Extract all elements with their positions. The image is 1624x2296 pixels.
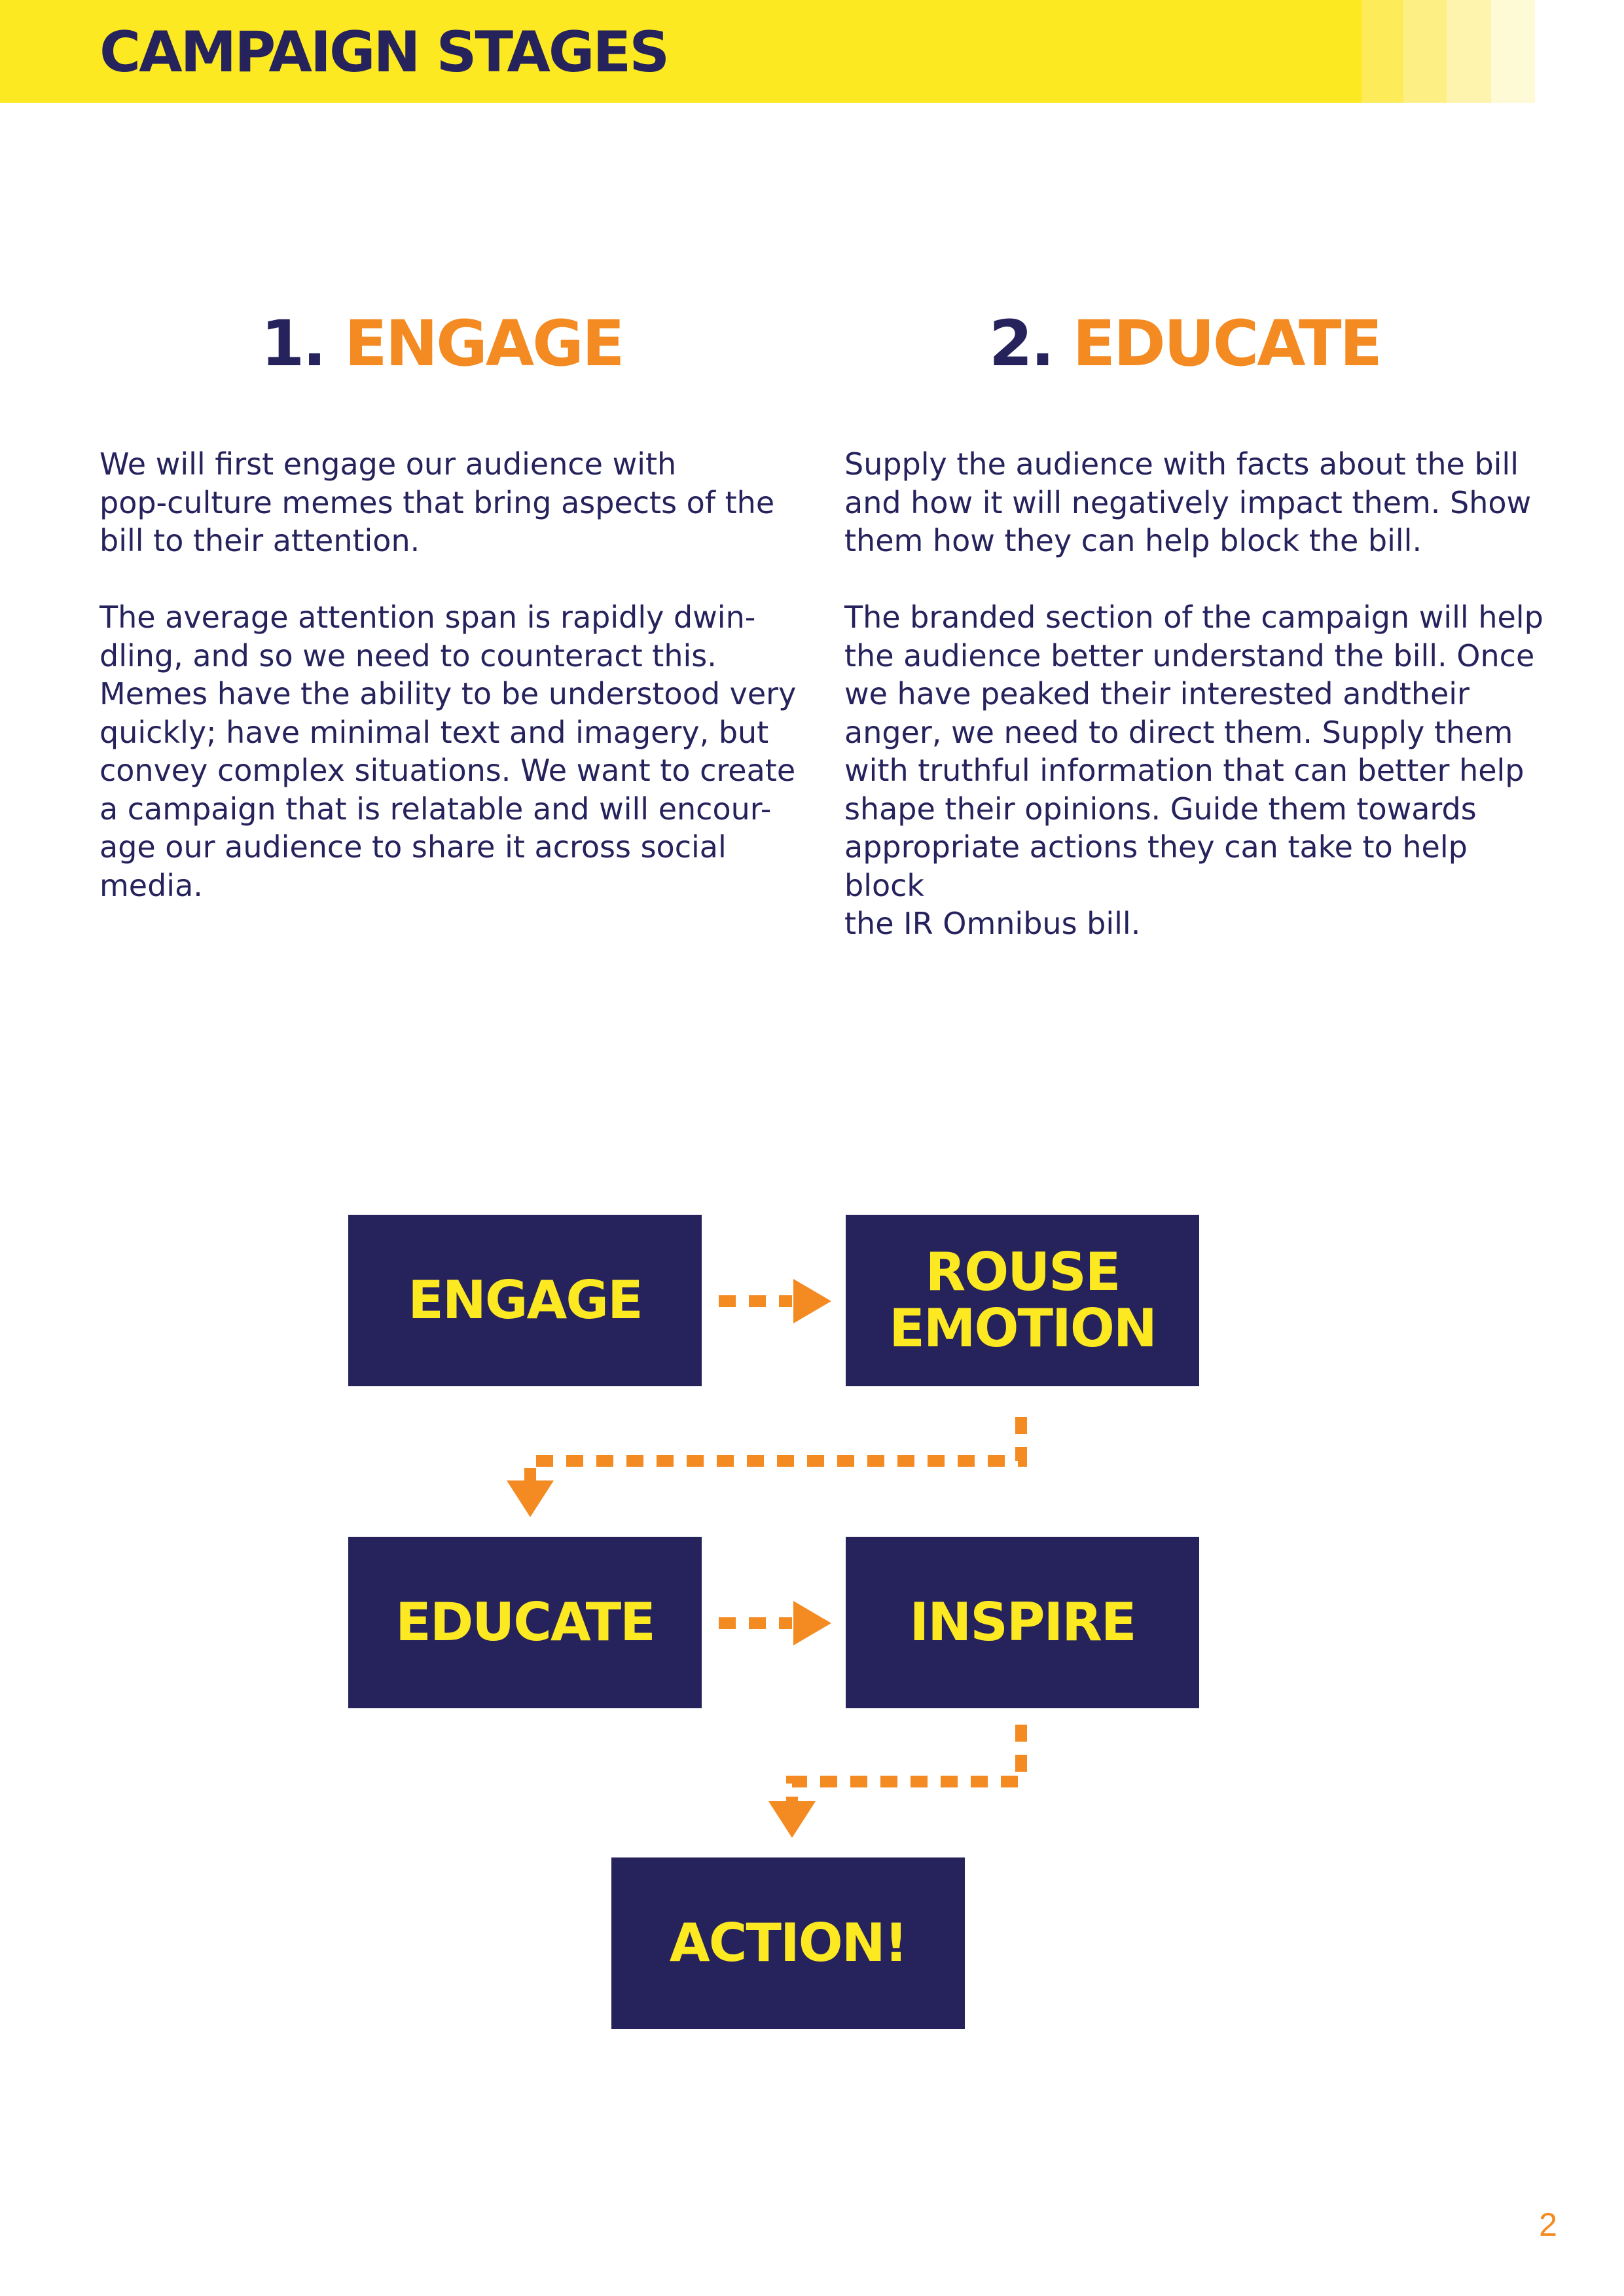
page-number: 2 xyxy=(1539,2206,1557,2243)
flow-box-label: INSPIRE xyxy=(909,1592,1137,1653)
stage-number: 2. xyxy=(988,307,1055,380)
paragraph: We will first engage our audience with p… xyxy=(99,446,775,558)
flow-box-inspire: INSPIRE xyxy=(846,1537,1199,1708)
stage-heading-engage: 1. ENGAGE xyxy=(115,304,769,383)
paragraph: The branded section of the campaign will… xyxy=(844,600,1543,941)
flow-box-educate: EDUCATE xyxy=(348,1537,702,1708)
arrow-head-down xyxy=(507,1480,554,1517)
arrow-head-right xyxy=(793,1601,831,1645)
educate-description: Supply the audience with facts about the… xyxy=(844,445,1551,981)
flow-box-label: EDUCATE xyxy=(395,1592,656,1653)
arrow-head-down xyxy=(768,1801,816,1838)
flow-box-rouse-emotion: ROUSE EMOTION xyxy=(846,1215,1199,1386)
paragraph: Supply the audience with facts about the… xyxy=(844,446,1532,558)
flow-box-engage: ENGAGE xyxy=(348,1215,702,1386)
flow-box-action: ACTION! xyxy=(611,1857,965,2029)
stage-heading-educate: 2. EDUCATE xyxy=(857,304,1512,383)
stage-title: EDUCATE xyxy=(1072,307,1383,380)
banner-fade-strip-4 xyxy=(1491,0,1535,103)
stage-title: ENGAGE xyxy=(344,307,624,380)
paragraph: The average attention span is rapidly dw… xyxy=(99,600,797,903)
flow-box-label: ACTION! xyxy=(669,1912,908,1973)
banner-fade-strip-3 xyxy=(1447,0,1491,103)
flow-box-label: ROUSE EMOTION xyxy=(889,1242,1157,1359)
flow-box-label: ENGAGE xyxy=(408,1270,643,1331)
connector-rouse-to-educate xyxy=(524,1417,1027,1484)
page-title: CAMPAIGN STAGES xyxy=(99,20,670,85)
banner-fade-strip-1 xyxy=(1362,0,1403,103)
stage-number: 1. xyxy=(261,307,326,380)
arrow-head-right xyxy=(793,1279,831,1323)
connector-inspire-to-action xyxy=(786,1725,1027,1805)
engage-description: We will first engage our audience with p… xyxy=(99,445,806,943)
banner-fade-strip-2 xyxy=(1403,0,1447,103)
header-banner: CAMPAIGN STAGES xyxy=(0,0,1535,103)
